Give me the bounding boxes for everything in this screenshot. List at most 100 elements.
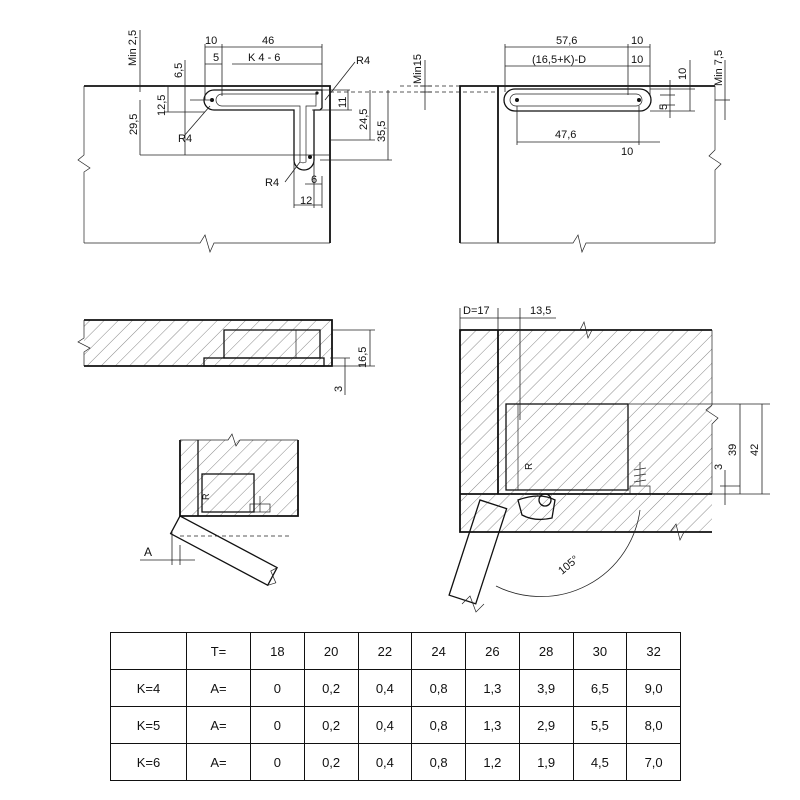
table-cell: 26	[465, 632, 520, 670]
table-cell: 0,4	[357, 706, 413, 744]
dim-10-a: 10	[631, 35, 643, 47]
table-cell: 20	[303, 632, 359, 670]
table-cell: 0	[250, 706, 305, 744]
right-assembly-section: D=17 13,5 R 3 39 42 105°	[448, 305, 770, 613]
table-cell: 0,4	[357, 743, 413, 781]
table-cell: 0,8	[411, 743, 466, 781]
table-cell: 28	[518, 632, 574, 670]
table-header-row: T= 18 20 22 24 26 28 30 32	[110, 632, 681, 670]
dim-r4-bottom: R4	[265, 177, 279, 189]
table-row: K=6 A= 0 0,2 0,4 0,8 1,2 1,9 4,5 7,0	[110, 743, 681, 781]
dim-11: 11	[337, 97, 349, 108]
table-cell: 9,0	[626, 669, 681, 707]
table-cell: T=	[186, 632, 251, 670]
break-line-bottom-right	[460, 234, 715, 254]
dim-47-6: 47,6	[555, 129, 576, 141]
dim-min75: Min 7,5	[713, 50, 725, 86]
dim-5-right: 5	[658, 104, 670, 110]
dim-r4-left: R4	[178, 133, 192, 145]
table-cell: 0,8	[411, 706, 466, 744]
dim-39: 39	[727, 444, 739, 456]
dim-r4-top: R4	[356, 55, 370, 67]
small-r-label: R	[201, 493, 211, 500]
table-cell: 24	[411, 632, 466, 670]
dim-10-d: 10	[621, 146, 633, 158]
table-cell: 2,9	[518, 706, 574, 744]
table-cell	[110, 632, 187, 670]
table-cell: K=5	[110, 706, 187, 744]
dim-formula: (16,5+K)-D	[532, 54, 586, 66]
table-cell: 7,0	[626, 743, 681, 781]
table-cell: A=	[186, 743, 251, 781]
table-cell: 30	[572, 632, 628, 670]
dim-3-middle: 3	[333, 386, 345, 392]
table-row: K=4 A= 0 0,2 0,4 0,8 1,3 3,9 6,5 9,0	[110, 669, 681, 707]
table-cell: 8,0	[626, 706, 681, 744]
dim-k-4-6: K 4 - 6	[248, 52, 280, 64]
overlay-table: T= 18 20 22 24 26 28 30 32 K=4 A= 0 0,2 …	[110, 632, 681, 781]
table-cell: 1,9	[518, 743, 574, 781]
table-cell: 18	[250, 632, 305, 670]
dim-12-bottom: 12	[300, 195, 312, 207]
table-cell: 0,2	[303, 669, 359, 707]
break-line-bottom	[84, 234, 330, 254]
dim-16-5: 16,5	[357, 347, 369, 368]
straight-slot	[503, 88, 652, 112]
table-cell: K=6	[110, 743, 187, 781]
dim-10-top: 10	[205, 35, 217, 47]
straight-slot-inner	[509, 93, 643, 107]
table-cell: 1,2	[465, 743, 520, 781]
table-cell: A=	[186, 706, 251, 744]
middle-left-section: 16,5 3	[77, 319, 375, 395]
break-line-left	[77, 86, 91, 243]
table-cell: 0,2	[303, 706, 359, 744]
table-cell: 32	[626, 632, 681, 670]
dim-d-17: D=17	[463, 305, 490, 317]
dim-42: 42	[749, 444, 761, 456]
table-cell: A=	[186, 669, 251, 707]
break-line-right	[708, 86, 722, 243]
dim-6-bottom: 6	[311, 174, 317, 186]
dim-10-b: 10	[631, 54, 643, 66]
bottom-left-view: R A	[140, 433, 299, 587]
dim-57-6: 57,6	[556, 35, 577, 47]
dim-13-5: 13,5	[530, 305, 551, 317]
top-right-view: Min15 57,6 10 (16,5+K)-D 10 10 Min 7,5 5…	[330, 35, 730, 254]
table-cell: 4,5	[572, 743, 628, 781]
dim-46: 46	[262, 35, 274, 47]
dim-3-right: 3	[713, 464, 725, 470]
angle-105: 105°	[556, 553, 581, 577]
dim-10-c: 10	[677, 68, 689, 80]
table-cell: 6,5	[572, 669, 628, 707]
dim-6-5: 6,5	[173, 63, 185, 78]
table-cell: 0,2	[303, 743, 359, 781]
l-slot	[203, 89, 323, 171]
table-cell: 1,3	[465, 669, 520, 707]
dim-5-top: 5	[213, 52, 219, 64]
l-slot-inner	[215, 93, 317, 164]
table-cell: 0	[250, 743, 305, 781]
table-cell: 3,9	[518, 669, 574, 707]
table-cell: K=4	[110, 669, 187, 707]
dim-24-5: 24,5	[358, 109, 370, 130]
small-hinge-cup	[201, 473, 255, 513]
table-row: K=5 A= 0 0,2 0,4 0,8 1,3 2,9 5,5 8,0	[110, 706, 681, 744]
hinge-cup	[505, 403, 629, 491]
table-cell: 0	[250, 669, 305, 707]
dim-min25: Min 2,5	[127, 30, 139, 66]
table-cell: 1,3	[465, 706, 520, 744]
top-left-view: Min 2,5 6,5 10 5 46 K 4 - 6 R4 12,5 29,5…	[77, 30, 392, 254]
table-cell: 5,5	[572, 706, 628, 744]
dim-29-5: 29,5	[128, 114, 140, 135]
cup-r-label: R	[524, 463, 535, 470]
dim-min15: Min15	[412, 54, 424, 84]
mounting-plate-section	[203, 357, 325, 367]
table-cell: 22	[357, 632, 413, 670]
table-cell: 0,8	[411, 669, 466, 707]
dim-35-5: 35,5	[376, 121, 388, 142]
dim-a-label: A	[144, 545, 152, 559]
table-cell: 0,4	[357, 669, 413, 707]
dim-12-5: 12,5	[156, 95, 168, 116]
